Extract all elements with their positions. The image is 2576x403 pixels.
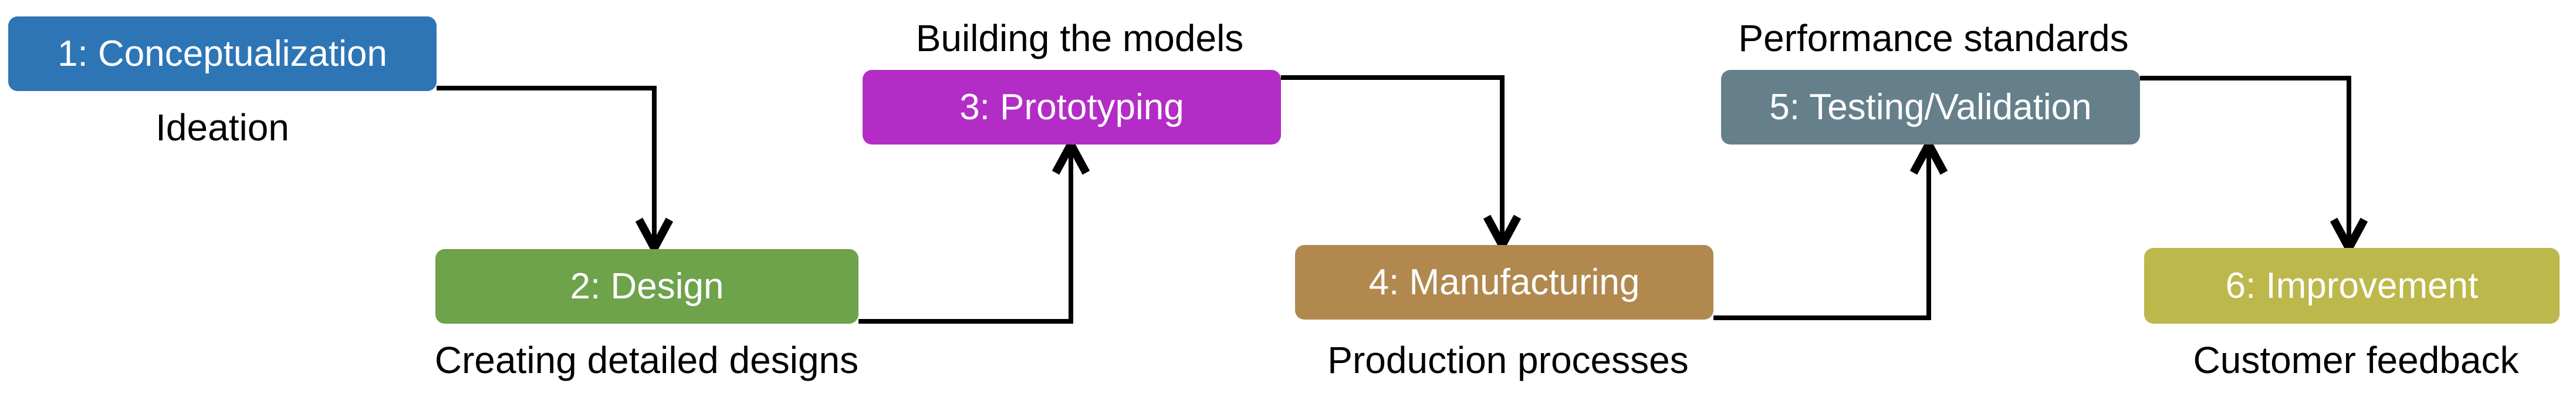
stage-description-improvement: Customer feedback bbox=[2193, 339, 2519, 381]
arrowhead-up-icon bbox=[1909, 136, 1948, 175]
connector-4-to-5 bbox=[1713, 136, 1948, 320]
arrowhead-down-icon bbox=[635, 217, 674, 257]
stage-box-testing-validation: 5: Testing/Validation bbox=[1721, 70, 2140, 145]
connector-5-to-6 bbox=[2140, 76, 2368, 257]
stage-box-label: 4: Manufacturing bbox=[1368, 262, 1640, 303]
arrowhead-up-icon bbox=[1052, 136, 1090, 175]
stage-description-design: Creating detailed designs bbox=[434, 339, 859, 381]
stage-box-label: 5: Testing/Validation bbox=[1769, 87, 2092, 127]
stage-box-label: 3: Prototyping bbox=[959, 87, 1184, 127]
stage-box-label: 6: Improvement bbox=[2225, 266, 2479, 306]
stage-description-manufacturing: Production processes bbox=[1327, 339, 1689, 381]
stage-box-conceptualization: 1: Conceptualization bbox=[8, 16, 437, 91]
stage-description-prototyping: Building the models bbox=[915, 17, 1244, 59]
stage-box-prototyping: 3: Prototyping bbox=[863, 70, 1281, 145]
stage-box-improvement: 6: Improvement bbox=[2144, 248, 2560, 324]
stage-box-label: 2: Design bbox=[570, 266, 724, 307]
stage-description-ideation: Ideation bbox=[155, 106, 289, 149]
stage-box-label: 1: Conceptualization bbox=[58, 33, 387, 74]
connector-2-to-3 bbox=[858, 136, 1090, 324]
stage-box-manufacturing: 4: Manufacturing bbox=[1295, 245, 1713, 320]
stage-description-testing-validation: Performance standards bbox=[1738, 17, 2129, 59]
connector-1-to-2 bbox=[437, 86, 674, 257]
stage-box-design: 2: Design bbox=[435, 249, 858, 324]
connector-3-to-4 bbox=[1281, 75, 1522, 254]
